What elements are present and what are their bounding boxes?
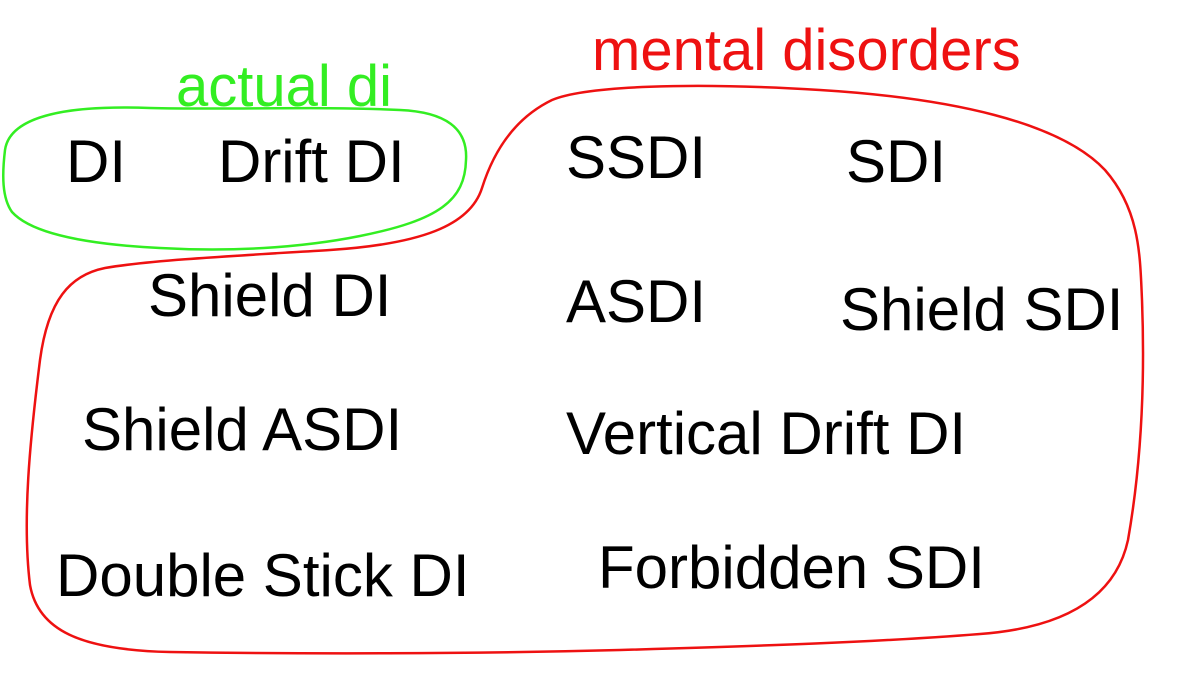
term-forbidden-sdi: Forbidden SDI	[598, 534, 985, 601]
term-drift-di: Drift DI	[218, 128, 405, 195]
mental-disorders-outline	[25, 84, 1145, 655]
actual-di-outline	[2, 106, 468, 251]
term-shield-sdi: Shield SDI	[840, 276, 1124, 343]
term-shield-di: Shield DI	[148, 262, 392, 329]
actual-di-label: actual di	[176, 54, 393, 119]
mental-disorders-label: mental disorders	[592, 18, 1021, 83]
term-double-stick-di: Double Stick DI	[56, 542, 470, 609]
term-shield-asdi: Shield ASDI	[82, 396, 403, 463]
term-vertical-drift-di: Vertical Drift DI	[566, 400, 967, 467]
term-ssdi: SSDI	[566, 124, 707, 191]
term-di: DI	[66, 128, 126, 195]
term-sdi: SDI	[846, 128, 947, 195]
term-asdi: ASDI	[566, 268, 707, 335]
